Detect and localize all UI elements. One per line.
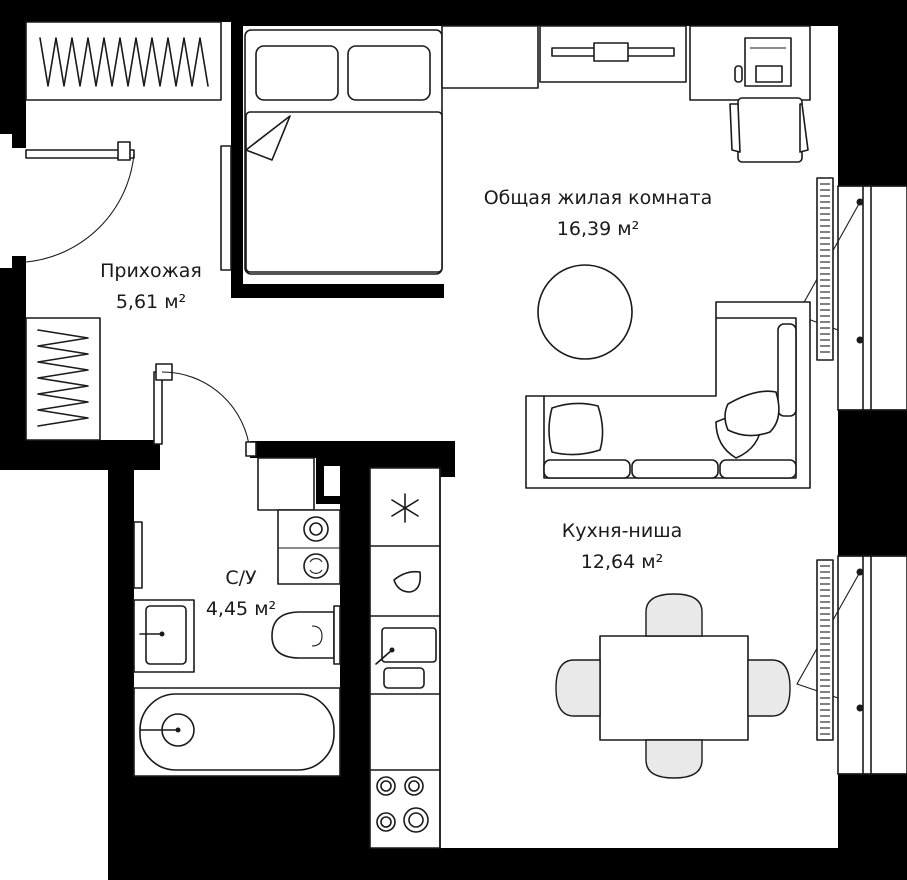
desk-chair [729,97,809,163]
room-label-living: Общая жилая комната 16,39 м² [462,183,734,245]
cooktop [376,776,429,833]
room-label-bathroom: С/У 4,45 м² [184,563,298,625]
round-rug [537,264,633,360]
bathroom-door[interactable] [153,363,257,457]
shaft-bottom [316,496,355,504]
room-name-kitchen: Кухня-ниша [561,520,683,542]
room-label-kitchen: Кухня-ниша 12,64 м² [538,516,706,578]
double-bed [244,29,443,275]
shelf-unit [441,25,539,89]
corner-sofa [525,301,811,489]
left-wall-upper [0,22,26,134]
top-wall-left [0,0,231,22]
alcove-wall-horizontal [231,284,444,298]
bath-top-wall [108,456,160,470]
dining-chair-bottom [645,739,703,779]
shaft-top [316,456,355,466]
room-area-living: 16,39 м² [556,218,640,240]
dining-chair-left [555,659,601,717]
entrance-jamb-top [12,134,26,148]
room-area-hallway: 5,61 м² [115,291,187,313]
hallway-mirror [220,145,232,271]
washing-machine [257,457,315,511]
window-lower [796,555,907,775]
top-wall-right [231,0,907,26]
dining-table [599,635,749,741]
water-drop-icon [393,570,422,593]
towel-rail [133,521,143,589]
room-name-hallway: Прихожая [100,260,202,282]
radiator-lower [816,559,834,741]
dining-chair-top [645,593,703,637]
window-upper [796,185,907,411]
room-name-living: Общая жилая комната [483,187,713,209]
bathroom-sink [133,599,195,673]
room-name-bathroom: С/У [225,567,257,589]
alcove-wall-vertical [231,22,243,298]
radiator-upper [816,177,834,361]
room-area-bathroom: 4,45 м² [205,598,277,620]
right-wall-middle [838,410,907,556]
boiler-unit [277,509,341,585]
hallway-wardrobe-bottom [25,317,101,441]
fridge [391,493,419,523]
bathtub [133,687,341,777]
right-wall-top [838,26,907,186]
right-wall-bottom [838,774,907,854]
left-wall-lower [0,268,26,468]
shaft-right [340,456,355,504]
shaft-left [316,456,324,504]
bath-kitchen-wall [340,468,370,880]
desk [689,25,811,101]
windows [796,185,907,775]
tv-stand [539,25,687,83]
room-label-hallway: Прихожая 5,61 м² [78,256,224,318]
entrance-door[interactable] [25,141,135,263]
dining-chair-right [747,659,791,717]
room-area-kitchen: 12,64 м² [580,551,664,573]
bathroom-bottom-wall [108,776,348,880]
hallway-wardrobe-top [25,21,222,101]
kitchen-sink [375,627,437,689]
toilet [271,605,341,665]
kitchen-bottom-wall [340,848,907,880]
entrance-jamb-bottom [12,256,26,268]
